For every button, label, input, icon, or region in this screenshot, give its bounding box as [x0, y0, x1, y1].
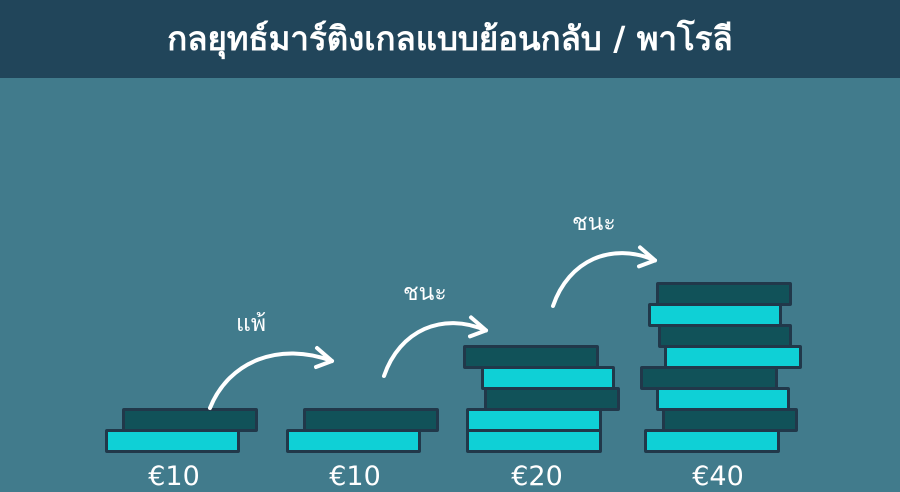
curved-arrow-icon [382, 315, 488, 378]
curved-arrow-icon [551, 245, 657, 308]
stack-amount-label: €20 [511, 461, 563, 492]
annotation-label: แพ้ [236, 311, 266, 337]
chip [656, 387, 790, 411]
annotation-label: ชนะ [572, 210, 616, 236]
curved-arrow-icon [208, 346, 334, 410]
chip [466, 429, 602, 453]
chip [105, 429, 240, 453]
page-title: กลยุทธ์มาร์ติงเกลแบบย้อนกลับ / พาโรลี [167, 18, 733, 58]
annotation-label: ชนะ [403, 280, 447, 306]
stack-amount-label: €10 [329, 461, 381, 492]
chip [286, 429, 421, 453]
header-bar: กลยุทธ์มาร์ติงเกลแบบย้อนกลับ / พาโรลี [0, 0, 900, 78]
stack-amount-label: €10 [148, 461, 200, 492]
stack-amount-label: €40 [692, 461, 744, 492]
chip [644, 429, 780, 453]
chart-stage: €10€10€20€40 แพ้ชนะชนะ [0, 78, 900, 492]
